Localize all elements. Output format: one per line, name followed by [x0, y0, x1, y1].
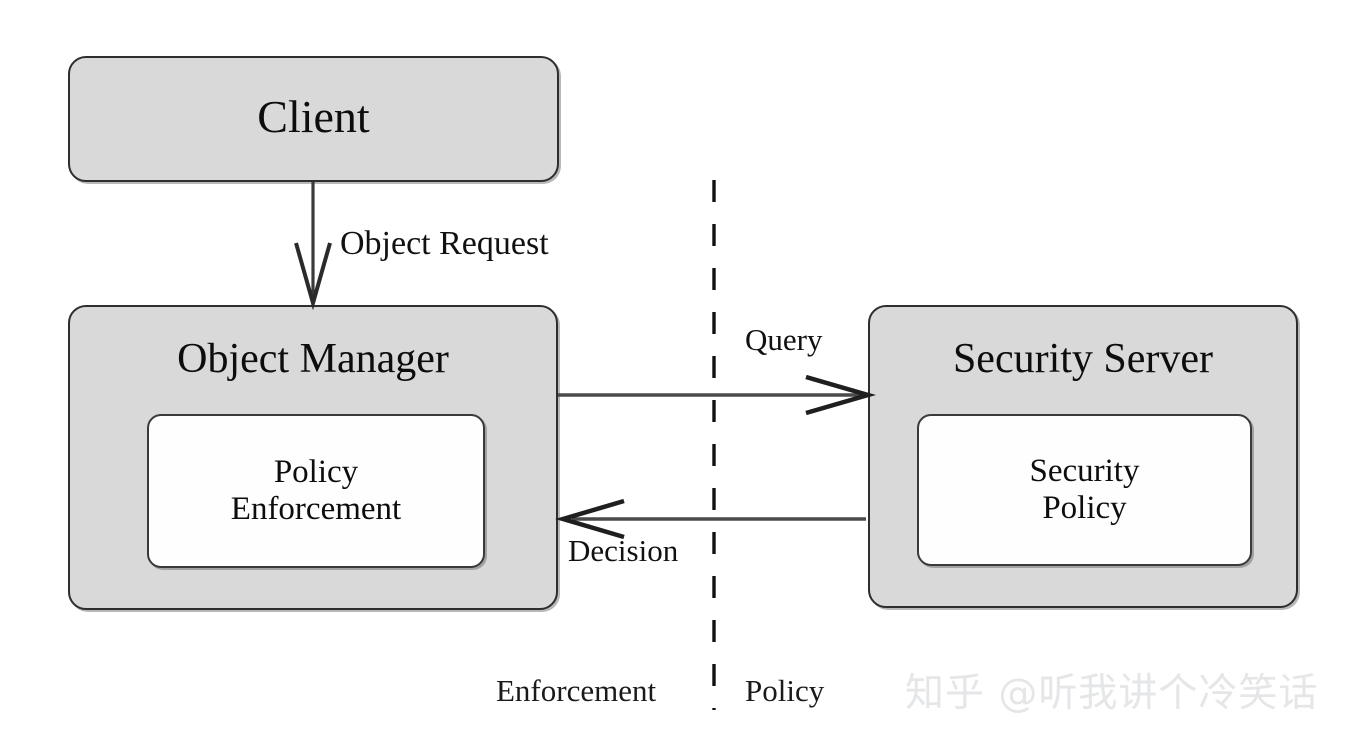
zone-label-enforcement: Enforcement [496, 673, 657, 708]
edge-label-query: Query [745, 322, 823, 357]
node-client[interactable]: Client [68, 56, 559, 182]
inner-box-policy-enforcement-label: Policy Enforcement [230, 454, 402, 527]
node-object-manager[interactable]: Object Manager Policy Enforcement [68, 305, 558, 610]
arrow-decision [555, 498, 866, 540]
edge-label-object-request: Object Request [340, 225, 549, 262]
edge-label-decision: Decision [568, 533, 679, 568]
node-object-manager-label: Object Manager [177, 336, 449, 382]
inner-box-security-policy[interactable]: Security Policy [917, 414, 1252, 566]
arrow-object-request [294, 182, 332, 311]
inner-box-policy-enforcement[interactable]: Policy Enforcement [147, 414, 485, 568]
watermark-text: 知乎 @听我讲个冷笑话 [905, 671, 1319, 716]
node-security-server[interactable]: Security Server Security Policy [868, 305, 1298, 608]
zone-label-policy: Policy [745, 673, 825, 708]
arrow-query [558, 374, 877, 416]
node-client-label: Client [257, 91, 370, 142]
node-security-server-label: Security Server [952, 336, 1214, 382]
inner-box-security-policy-label: Security Policy [1029, 453, 1140, 526]
